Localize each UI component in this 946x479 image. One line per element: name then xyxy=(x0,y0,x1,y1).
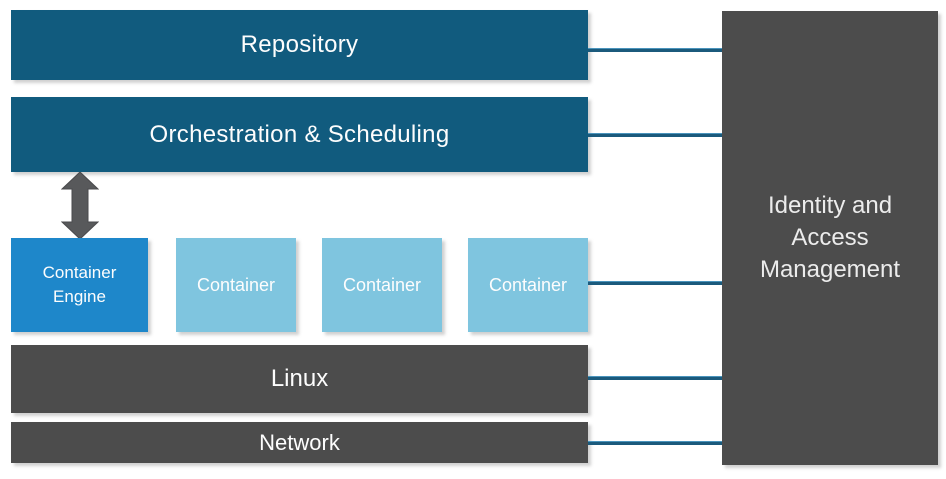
orchestration-scheduling-box: Orchestration & Scheduling xyxy=(11,97,588,172)
linux-label: Linux xyxy=(270,365,329,392)
orchestration-scheduling-label: Orchestration & Scheduling xyxy=(149,120,450,148)
container-engine-label: Container Engine xyxy=(42,263,117,306)
container-label: Container xyxy=(488,274,568,295)
identity-access-management-label: Identity and Access Management xyxy=(760,190,900,286)
container-label: Container xyxy=(196,274,276,295)
container-engine-box: Container Engine xyxy=(11,238,148,332)
network-label: Network xyxy=(259,429,340,455)
iam-label-line-3: Management xyxy=(759,256,901,283)
iam-label-line-2: Access xyxy=(791,224,869,251)
iam-label-line-1: Identity and xyxy=(767,192,893,219)
connector-network-to-iam xyxy=(588,441,722,445)
linux-box: Linux xyxy=(11,345,588,413)
identity-access-management-box: Identity and Access Management xyxy=(722,11,938,465)
repository-label: Repository xyxy=(240,31,359,58)
container-box-3: Container xyxy=(468,238,588,332)
double-arrow-icon xyxy=(61,172,99,239)
container-box-2: Container xyxy=(322,238,442,332)
container-label: Container xyxy=(342,274,422,295)
repository-box: Repository xyxy=(11,10,588,80)
connector-orchestration-to-iam xyxy=(588,133,722,137)
connector-linux-to-iam xyxy=(588,376,722,380)
network-box: Network xyxy=(11,422,588,463)
connector-repository-to-iam xyxy=(588,48,722,52)
connector-containers-to-iam xyxy=(588,281,722,285)
container-box-1: Container xyxy=(176,238,296,332)
